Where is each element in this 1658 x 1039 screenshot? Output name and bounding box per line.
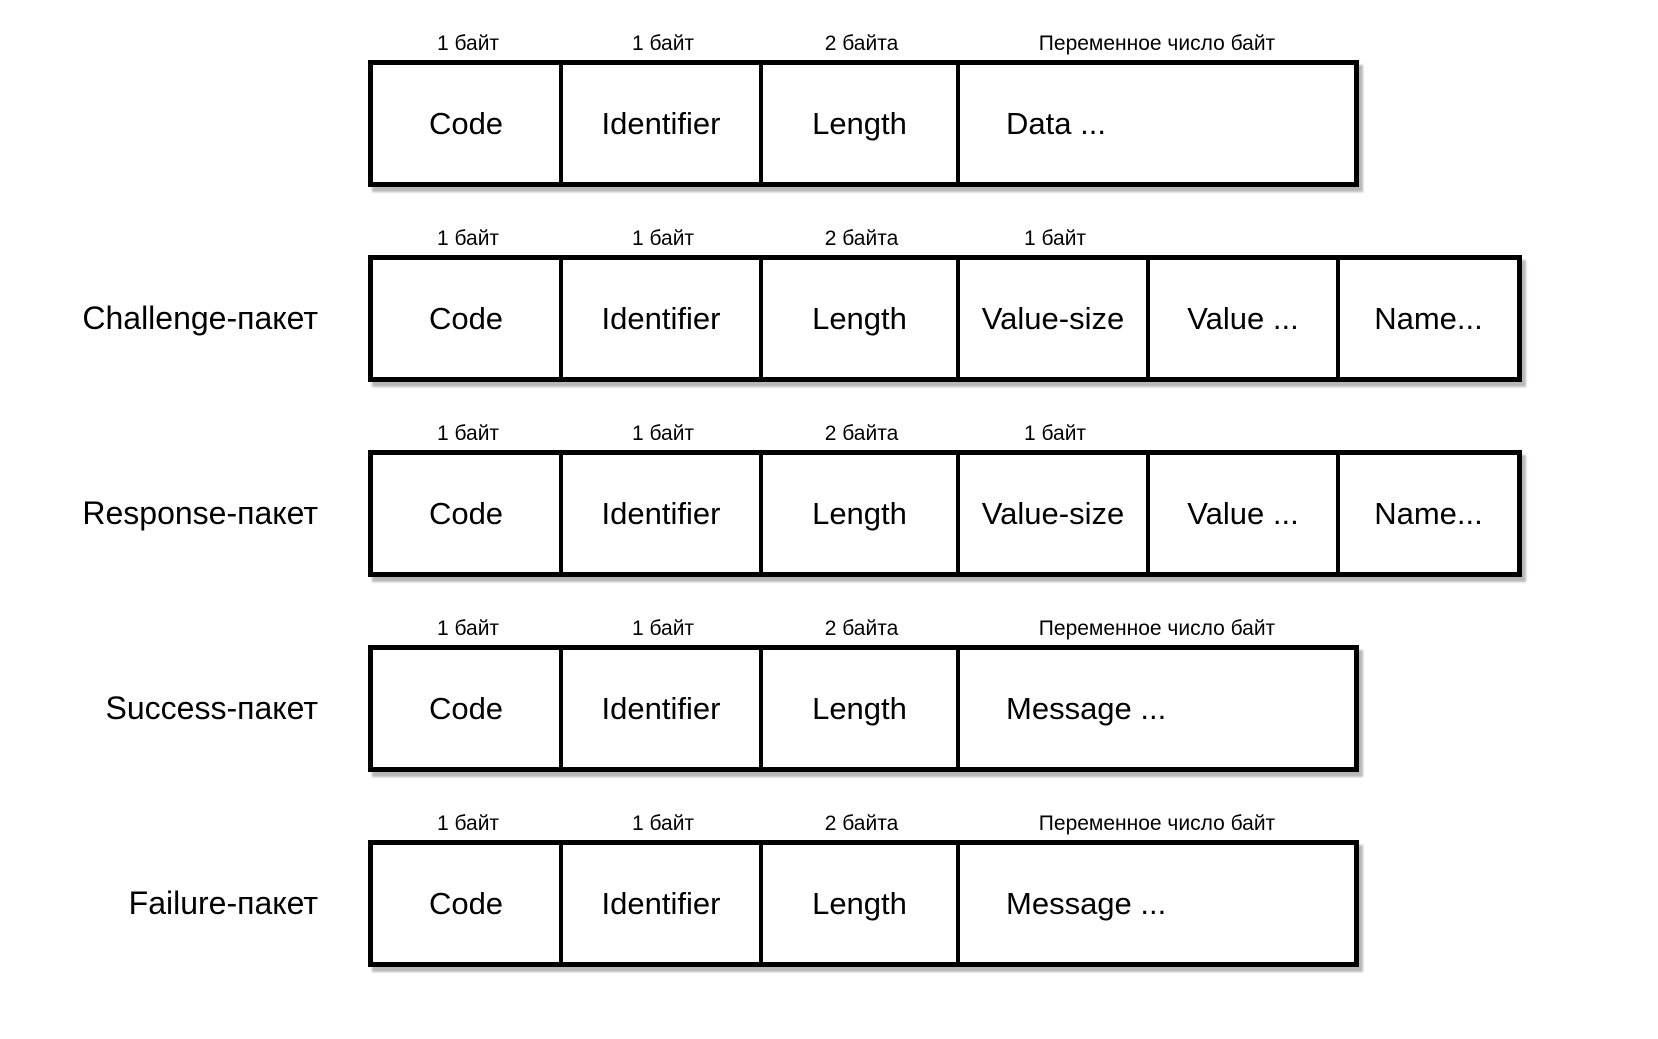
byte-size-label: 2 байта (824, 422, 899, 445)
packet-struct: 1 байт 1 байт 2 байта Переменное число байт… (368, 615, 1359, 772)
byte-size-label: Переменное число байт (1038, 32, 1276, 55)
byte-size-label: 2 байта (824, 32, 899, 55)
field-cell: Identifier (563, 65, 763, 182)
field-cell: Code (373, 650, 563, 767)
packet-name-label (0, 60, 368, 187)
packet-name-label: Response-пакет (82, 495, 318, 531)
field-cell: Name... (1340, 260, 1517, 377)
byte-size-label: Переменное число байт (1038, 812, 1276, 835)
field-cell: Identifier (563, 650, 763, 767)
field-cell: Code (373, 455, 563, 572)
byte-size-label: 1 байт (436, 227, 500, 250)
field-cell: Data ... (960, 65, 1354, 182)
field-cell: Length (763, 455, 960, 572)
byte-size-label: 1 байт (1023, 422, 1087, 445)
field-cell: Length (763, 260, 960, 377)
byte-size-label: 1 байт (436, 32, 500, 55)
field-cell: Value ... (1150, 260, 1340, 377)
byte-size-row: 1 байт 1 байт 2 байта Переменное число байт (368, 615, 1359, 645)
field-cell: Identifier (563, 455, 763, 572)
byte-size-label: 1 байт (631, 227, 695, 250)
byte-size-row: 1 байт 1 байт 2 байта 1 байт (368, 225, 1522, 255)
field-cell: Message ... (960, 845, 1354, 962)
packet-struct: 1 байт 1 байт 2 байта Переменное число байт… (368, 30, 1359, 187)
packet-row: Failure-пакет 1 байт 1 байт 2 байта Переменн… (0, 810, 1522, 967)
byte-size-label: 1 байт (631, 32, 695, 55)
field-cell: Message ... (960, 650, 1354, 767)
field-cell: Length (763, 65, 960, 182)
byte-size-label: 1 байт (631, 812, 695, 835)
field-cell: Value-size (960, 455, 1150, 572)
byte-size-row: 1 байт 1 байт 2 байта Переменное число байт (368, 810, 1359, 840)
byte-size-row: 1 байт 1 байт 2 байта 1 байт (368, 420, 1522, 450)
byte-size-label: 1 байт (436, 812, 500, 835)
packet-row: Success-пакет 1 байт 1 байт 2 байта Переменн… (0, 615, 1522, 772)
field-cell: Code (373, 845, 563, 962)
field-cell: Length (763, 845, 960, 962)
byte-size-label: 1 байт (631, 422, 695, 445)
packet-name-label: Failure-пакет (128, 885, 318, 921)
field-cell: Identifier (563, 845, 763, 962)
byte-size-label: 1 байт (631, 617, 695, 640)
field-cell: Name... (1340, 455, 1517, 572)
packet-struct: 1 байт 1 байт 2 байта Переменное число байт… (368, 810, 1359, 967)
byte-size-label: 1 байт (436, 422, 500, 445)
byte-size-label: 1 байт (436, 617, 500, 640)
packet-name-label: Success-пакет (105, 690, 318, 726)
field-cell: Code (373, 65, 563, 182)
field-cell: Value-size (960, 260, 1150, 377)
field-cell: Length (763, 650, 960, 767)
field-cell: Identifier (563, 260, 763, 377)
byte-size-label: 2 байта (824, 812, 899, 835)
field-cell: Code (373, 260, 563, 377)
byte-size-label: 2 байта (824, 617, 899, 640)
byte-size-label: Переменное число байт (1038, 617, 1276, 640)
byte-size-label: 1 байт (1023, 227, 1087, 250)
packet-name-label: Challenge-пакет (82, 300, 318, 336)
packet-row: 1 байт 1 байт 2 байта Переменное число байт… (0, 30, 1522, 187)
byte-size-label: 2 байта (824, 227, 899, 250)
byte-size-row: 1 байт 1 байт 2 байта Переменное число байт (368, 30, 1359, 60)
field-cell: Value ... (1150, 455, 1340, 572)
